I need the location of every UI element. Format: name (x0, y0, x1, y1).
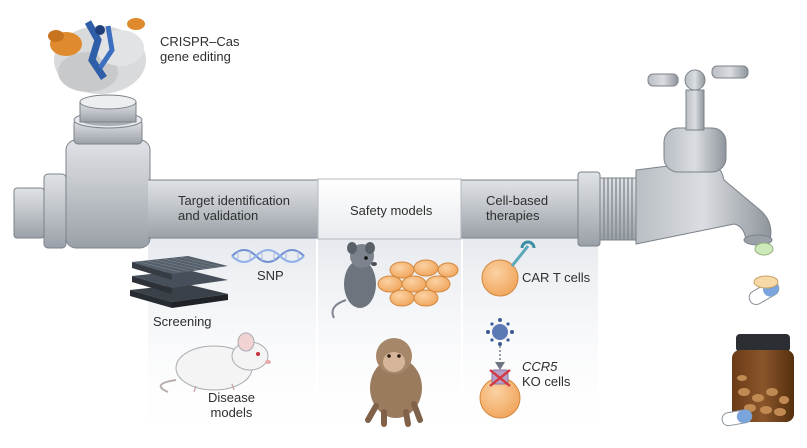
capsule-pill-bottom-icon (721, 409, 753, 427)
disease-models-label: Disease models (208, 390, 255, 420)
pipe-section-cell-label: Cell-based therapies (486, 193, 548, 223)
dna-helix-icon (231, 249, 305, 263)
ccr5-label: CCR5 KO cells (522, 359, 570, 389)
virus-icon (486, 318, 514, 370)
disease-models-line2: models (210, 405, 253, 420)
ccr5-gene-label: CCR5 (522, 359, 558, 374)
crispr-label: CRISPR–Cas gene editing (160, 34, 239, 64)
rat-safety-model-icon (331, 242, 377, 319)
pipe-band-safety (317, 178, 462, 240)
ccr5-ko-label: KO cells (522, 374, 571, 389)
pipe-section-target-line2: and validation (178, 208, 259, 223)
pipe-section-cell-line2: therapies (486, 208, 540, 223)
screening-label: Screening (153, 314, 212, 329)
pipe-inlet-left (13, 173, 67, 249)
pipe-section-target-line1: Target identification (178, 193, 291, 208)
ccr5-ko-cell-icon (479, 369, 521, 419)
pill-jar-icon (732, 334, 794, 422)
macaque-safety-model-icon (365, 338, 423, 427)
pipe-section-target-label: Target identification and validation (178, 193, 290, 223)
screening-plates-icon (130, 256, 228, 308)
tablet-pill-icon (753, 275, 779, 289)
drop-pill-icon (754, 242, 774, 256)
snp-label: SNP (257, 268, 284, 283)
crispr-label-line1: CRISPR–Cas (160, 34, 240, 49)
crispr-cas-protein-icon (48, 18, 146, 94)
car-t-cell-icon (481, 240, 536, 297)
crispr-label-line2: gene editing (160, 49, 231, 64)
tap-faucet (635, 65, 773, 246)
pipe-coupling (577, 171, 637, 247)
pipe-section-cell-line1: Cell-based (486, 193, 549, 208)
cell-cluster-icon (377, 259, 459, 307)
car-t-label: CAR T cells (522, 270, 591, 285)
mouse-disease-model-icon (159, 332, 271, 393)
pipe-t-joint (65, 94, 151, 249)
disease-models-line1: Disease (208, 390, 255, 405)
pipe-section-safety-label: Safety models (350, 203, 433, 218)
